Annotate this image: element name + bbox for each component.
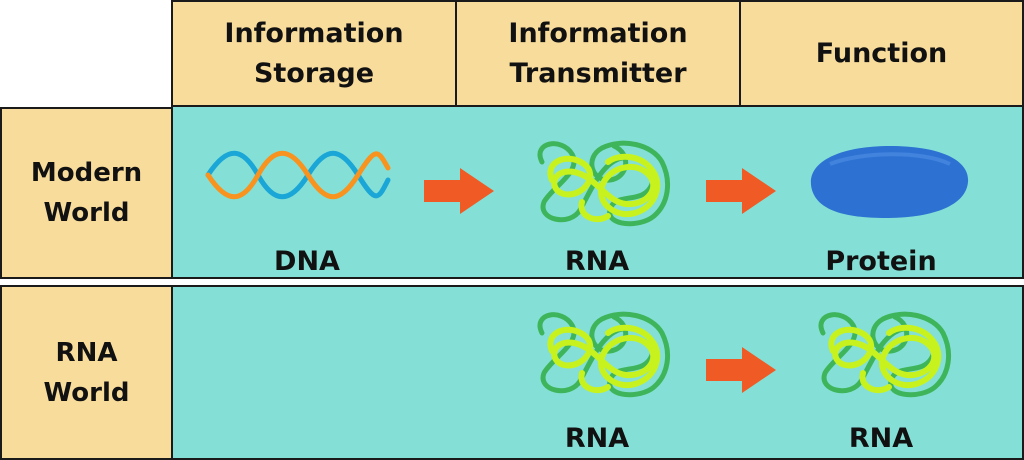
row-rna-line2: World [43, 377, 130, 408]
row-label-modern-world: Modern World [0, 107, 173, 279]
row-rna-line1: RNA [55, 337, 118, 368]
header-function: Function [739, 0, 1024, 107]
rna-strand-icon [537, 311, 671, 398]
header-transmitter-line1: Information [508, 17, 688, 49]
right-arrow-icon [706, 347, 776, 393]
header-storage-line1: Information [224, 17, 404, 49]
right-arrow-icon [424, 168, 494, 214]
dna-double-helix-icon [205, 150, 391, 200]
row-label-rna-world: RNA World [0, 285, 173, 460]
row-modern-line2: World [43, 198, 130, 228]
rna-strand-icon [818, 311, 952, 398]
header-transmitter-line2: Transmitter [509, 57, 687, 89]
header-storage-line2: Storage [253, 57, 375, 89]
header-information-storage: Information Storage [171, 0, 457, 107]
right-arrow-icon [706, 168, 776, 214]
label-rna-world-transmitter: RNA [564, 423, 630, 454]
header-function-label: Function [815, 37, 948, 69]
protein-blob-icon [810, 146, 969, 218]
rna-strand-icon [537, 140, 671, 227]
label-protein: Protein [825, 246, 937, 277]
label-dna: DNA [274, 246, 340, 277]
header-information-transmitter: Information Transmitter [455, 0, 741, 107]
label-rna-transmitter: RNA [564, 246, 630, 277]
row-modern-line1: Modern [30, 158, 143, 188]
label-rna-world-function: RNA [848, 423, 914, 454]
